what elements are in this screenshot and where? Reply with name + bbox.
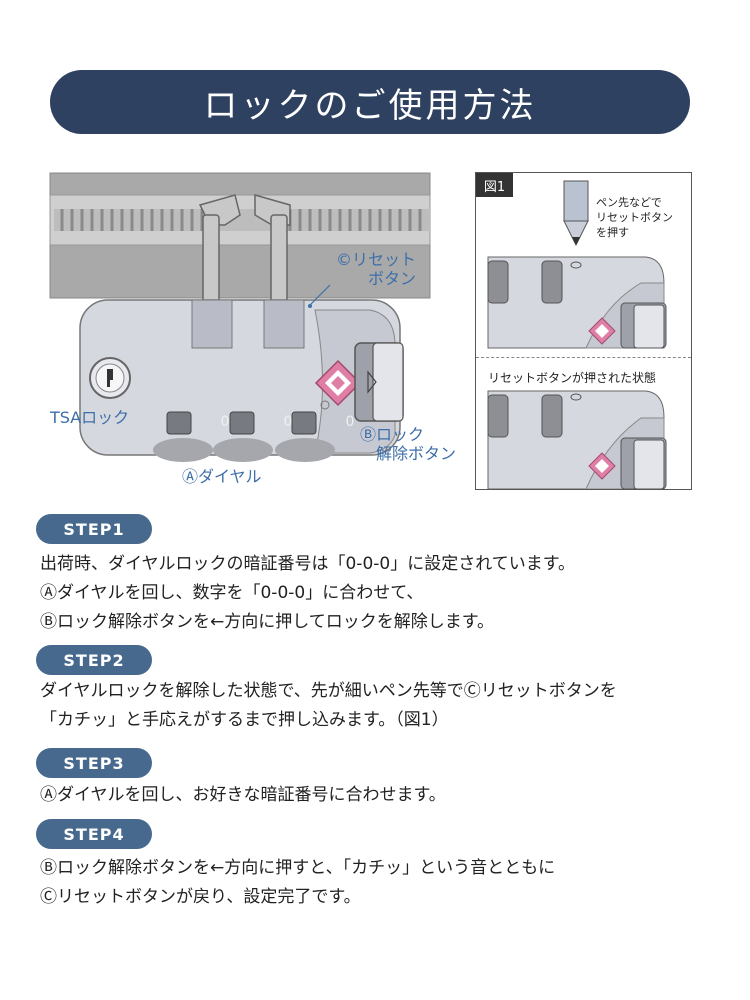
step-text: Ⓑロック解除ボタンを←方向に押すと、「カチッ」という音とともに [40, 858, 556, 878]
dial-digit: 0 [283, 414, 293, 430]
label-line: ©リセット [336, 250, 417, 269]
note-line: リセットボタン [596, 211, 673, 224]
step-badge: STEP2 [36, 645, 152, 675]
dial-digit: 0 [345, 414, 355, 430]
figure-1: 図1 ペン先などで リセットボタン を押す リセットボタンが押された状態 [475, 172, 692, 490]
label-line: ボタン [368, 269, 417, 288]
label-line: 解除ボタン [376, 444, 457, 463]
step-badge: STEP4 [36, 819, 152, 849]
step-badge: STEP1 [36, 514, 152, 544]
lock-drawing [49, 172, 431, 462]
step-text: Ⓒリセットボタンが戻り、設定完了です。 [40, 887, 361, 907]
figure-tag: 図1 [476, 173, 513, 197]
lock-illustration: 0 0 0 ©リセット ボタン TSAロック Ⓑロック 解除ボタン Ⓐダイヤル [40, 165, 470, 505]
dial-label: Ⓐダイヤル [182, 467, 262, 486]
step-text: Ⓑロック解除ボタンを←方向に押してロックを解除します。 [40, 612, 495, 632]
page-title: ロックのご使用方法 [50, 70, 690, 134]
step-badge: STEP3 [36, 748, 152, 778]
figure-note: ペン先などで リセットボタン を押す [596, 195, 673, 240]
release-button-label: Ⓑロック 解除ボタン [360, 425, 456, 463]
step-text: 出荷時、ダイヤルロックの暗証番号は「0-0-0」に設定されています。 [40, 554, 575, 574]
note-line: ペン先などで [596, 196, 662, 209]
dial-digit: 0 [220, 414, 230, 430]
step-text: 「カチッ」と手応えがするまで押し込みます。（図1） [40, 710, 449, 730]
label-line: Ⓑロック [360, 425, 425, 444]
step-text: ダイヤルロックを解除した状態で、先が細いペン先等でⒸリセットボタンを [40, 681, 617, 701]
step-text: Ⓐダイヤルを回し、お好きな暗証番号に合わせます。 [40, 785, 446, 805]
reset-button-label: ©リセット ボタン [336, 250, 416, 288]
tsa-lock-label: TSAロック [50, 408, 130, 427]
figure-pressed-caption: リセットボタンが押された状態 [488, 371, 657, 385]
figure-1-drawing [487, 180, 667, 489]
step-text: Ⓐダイヤルを回し、数字を「0-0-0」に合わせて、 [40, 583, 424, 603]
figure-divider [476, 357, 691, 358]
note-line: を押す [596, 226, 629, 239]
